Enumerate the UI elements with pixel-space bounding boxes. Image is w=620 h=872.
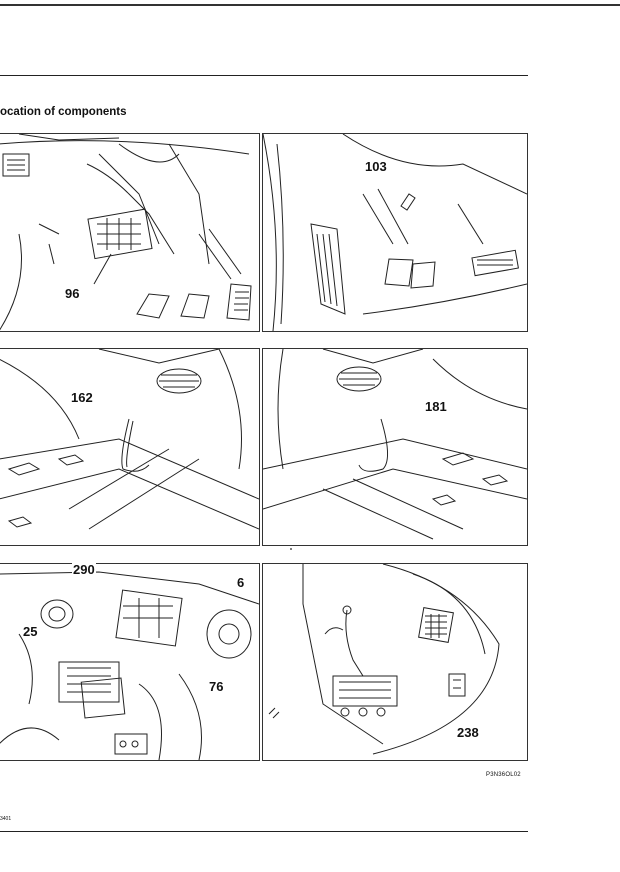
scan-speck (290, 548, 292, 550)
callout-25: 25 (22, 624, 39, 639)
callout-162: 162 (70, 390, 94, 405)
callout-181: 181 (424, 399, 448, 414)
top-rule-thick (0, 4, 620, 6)
callout-103: 103 (364, 159, 388, 174)
footer-rule (0, 831, 528, 832)
illustration-engine-bay (0, 563, 260, 761)
callout-76: 76 (208, 679, 225, 694)
illustration-floor-right (262, 348, 528, 546)
page-marker: 3401 (0, 816, 12, 822)
callout-6: 6 (236, 575, 246, 590)
figure-code: P3N36OL02 (486, 772, 521, 778)
section-heading: ocation of components (0, 106, 127, 118)
illustration-floor-left (0, 348, 260, 546)
callout-96: 96 (64, 286, 81, 301)
illustration-dash-module (262, 563, 528, 761)
illustration-pedals-switch (262, 133, 528, 332)
callout-290: 290 (72, 562, 96, 577)
header-rule (0, 75, 528, 76)
callout-238: 238 (456, 725, 480, 740)
illustration-pedal-fusebox (0, 133, 260, 332)
